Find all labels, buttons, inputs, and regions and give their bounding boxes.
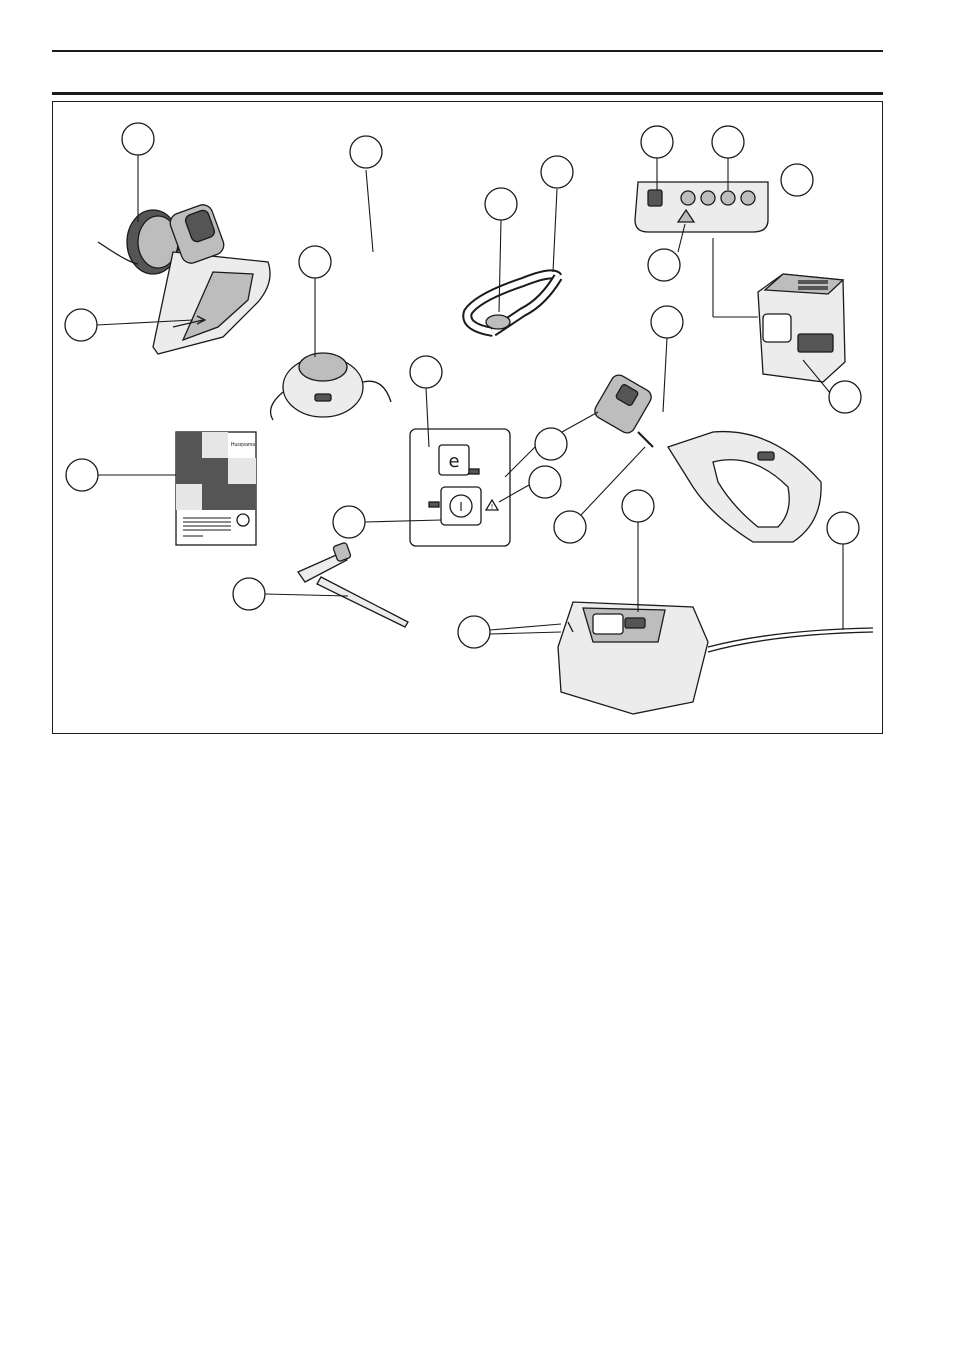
callout-circle	[712, 126, 744, 158]
power-symbol: I	[459, 500, 463, 514]
callout-circle	[781, 164, 813, 196]
header-rule-top	[52, 50, 883, 52]
callout-circle	[122, 123, 154, 155]
keypad-icon: e I !	[410, 429, 510, 546]
charger-icon	[558, 602, 873, 714]
callout-circle	[829, 381, 861, 413]
callout-circle	[541, 156, 573, 188]
product-overview-figure: .ln { stroke: #1a1a1a; stroke-width: 1.3…	[52, 101, 883, 734]
callout-circle	[554, 511, 586, 543]
callout-circle	[485, 188, 517, 220]
callout-circle	[651, 306, 683, 338]
callout-circle	[641, 126, 673, 158]
callout-circle	[827, 512, 859, 544]
combination-spanner-icon	[298, 542, 408, 627]
battery-icon	[758, 274, 845, 382]
callout-circle	[535, 428, 567, 460]
warning-symbol: !	[491, 503, 494, 511]
callout-circle	[66, 459, 98, 491]
battery-keypad-icon	[635, 182, 768, 232]
callout-circle	[648, 249, 680, 281]
product-illustration: .ln { stroke: #1a1a1a; stroke-width: 1.3…	[53, 102, 882, 733]
callout-circle	[529, 466, 561, 498]
callout-circle	[233, 578, 265, 610]
callout-circle	[622, 490, 654, 522]
callout-circle	[299, 246, 331, 278]
spare-trimmer-head-icon	[271, 353, 391, 420]
callout-circle	[65, 309, 97, 341]
trimmer-head-icon	[98, 202, 270, 354]
callout-circle	[410, 356, 442, 388]
callout-circle	[458, 616, 490, 648]
manual-brand-text: Husqvarna	[231, 442, 255, 448]
callout-circle	[350, 136, 382, 168]
manual-icon: Husqvarna	[176, 432, 256, 545]
callout-circle	[333, 506, 365, 538]
eco-symbol: e	[448, 451, 459, 472]
loop-handle-icon	[467, 274, 558, 332]
header-rule-bottom	[52, 92, 883, 95]
